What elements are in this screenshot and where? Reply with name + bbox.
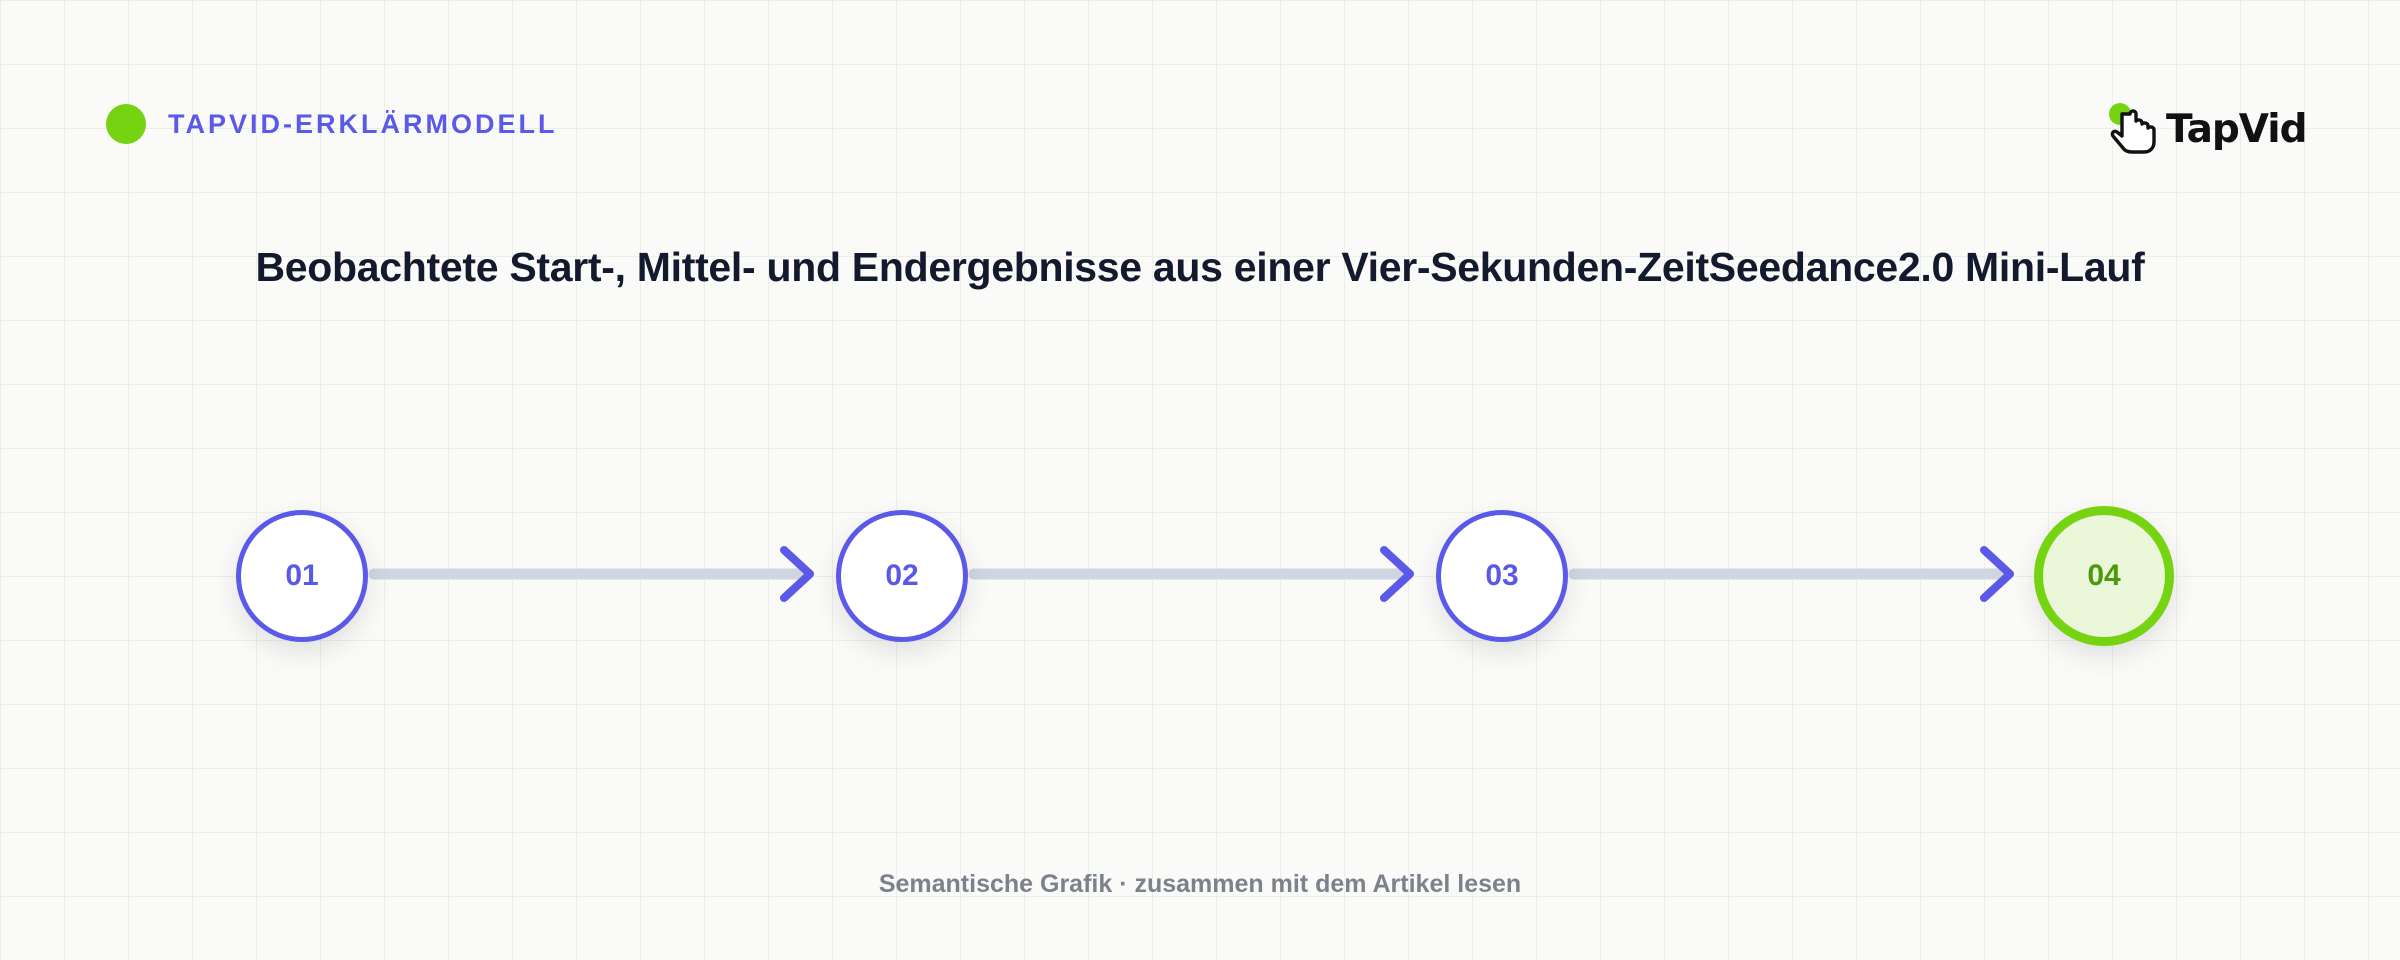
step-01: 01 — [236, 510, 368, 642]
logo-text: TapVid — [2166, 106, 2308, 152]
connector-1-2 — [368, 546, 814, 602]
brand-dot — [106, 104, 146, 144]
step-label: 02 — [885, 559, 919, 592]
step-03: 03 — [1436, 510, 1568, 642]
step-label: 01 — [285, 559, 319, 592]
step-02: 02 — [836, 510, 968, 642]
tapvid-logo: TapVid — [2106, 100, 2308, 158]
diagram-title: Beobachtete Start-, Mittel- und Endergeb… — [255, 244, 2145, 290]
brand-tag: TAPVID-ERKLÄRMODELL — [106, 104, 557, 144]
connector-2-3 — [968, 546, 1414, 602]
pointing-hand-icon — [2109, 103, 2156, 154]
step-04: 04 — [2034, 506, 2174, 646]
connector-3-4 — [1568, 546, 2014, 602]
step-label: 04 — [2087, 559, 2121, 592]
brand-tag-label: TAPVID-ERKLÄRMODELL — [168, 108, 558, 139]
footer-note: Semantische Grafik · zusammen mit dem Ar… — [878, 870, 1522, 898]
step-label: 03 — [1485, 559, 1519, 592]
